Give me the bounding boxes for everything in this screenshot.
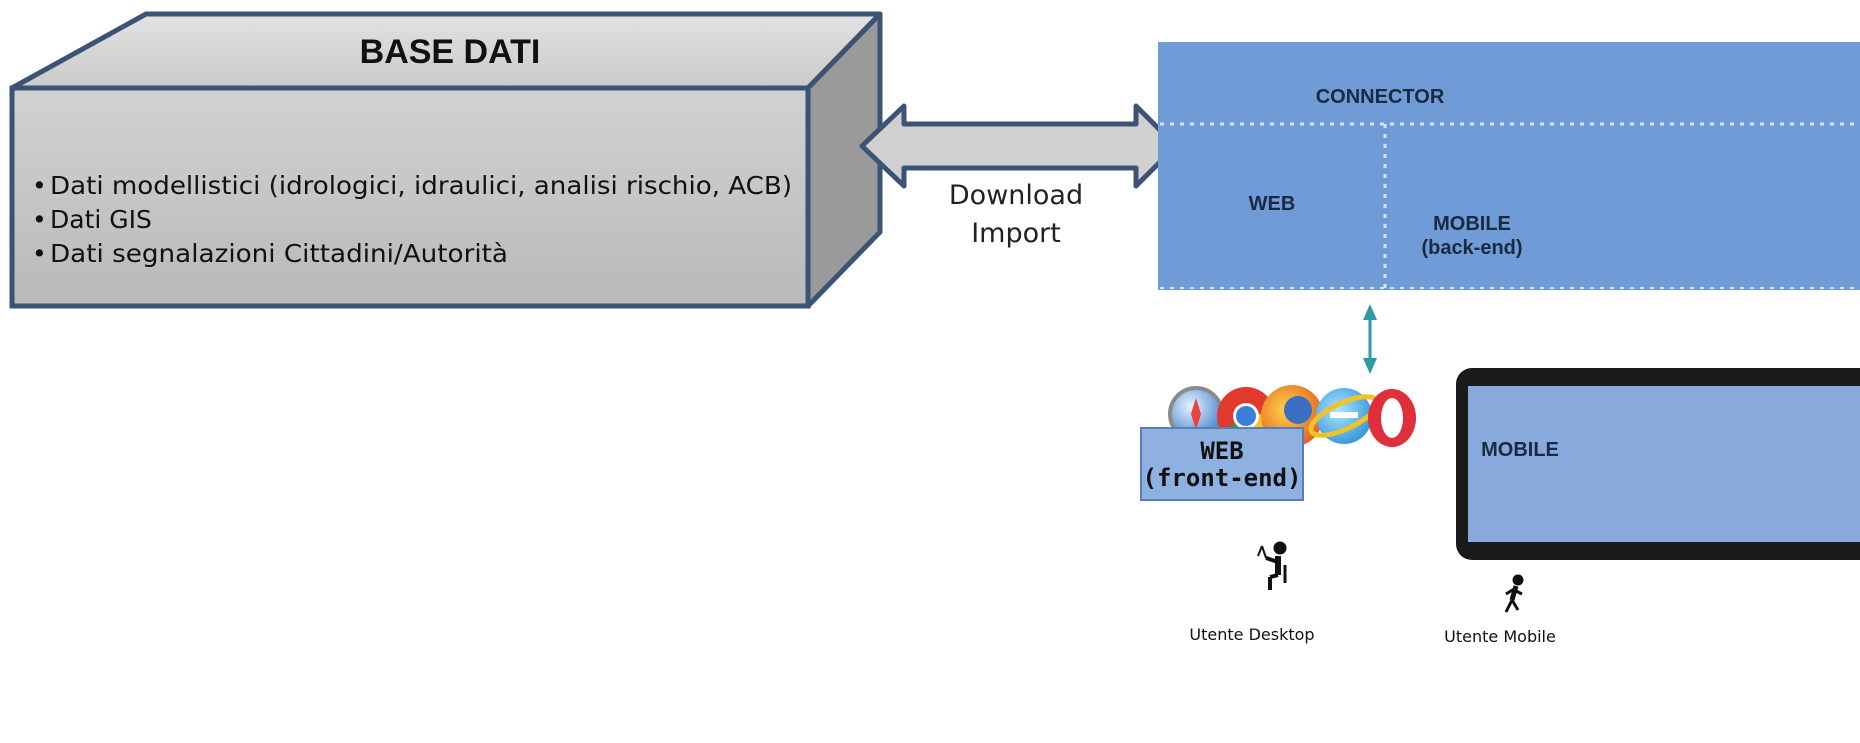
database-title: BASE DATI [360,33,541,71]
mobile-backend-label: MOBILE [1433,213,1511,235]
tablet-icon: MOBILE [1456,368,1860,560]
desktop-user-label: Utente Desktop [1189,625,1314,644]
mobile-device-label: MOBILE [1481,439,1559,461]
database-item: Dati segnalazioni Cittadini/Autorità [50,239,508,268]
web-backend-label: WEB [1249,193,1296,215]
server-background [1158,42,1860,290]
database-item: Dati GIS [50,205,152,234]
connector-label: CONNECTOR [1316,86,1445,108]
transfer-label-import: Import [971,218,1061,249]
bullet-dot: • [32,205,47,234]
database-items: • Dati modellistici (idrologici, idrauli… [32,171,792,268]
database-box-front [9,85,811,309]
transfer-label-download: Download [949,180,1083,211]
mobile-user-label: Utente Mobile [1444,627,1556,646]
web-frontend-label: WEB [1200,437,1243,465]
bullet-dot: • [32,239,47,268]
web-frontend-box: WEB (front-end) [1140,427,1304,501]
web-frontend-sublabel: (front-end) [1143,464,1302,492]
mobile-backend-sublabel: (back-end) [1421,237,1522,259]
database-item: Dati modellistici (idrologici, idraulici… [50,171,792,200]
double-arrow-icon [859,103,1179,189]
server-block: CONNECTOR WEB MOBILE (back-end) [1158,42,1860,290]
bullet-dot: • [32,171,47,200]
desktop-user-icon [1257,541,1287,590]
mobile-user-icon [1504,574,1524,613]
opera-icon [1368,389,1416,447]
database-box: BASE DATI • Dati modellistici (idrologic… [9,11,883,309]
teal-double-arrow-icon [1363,304,1377,374]
